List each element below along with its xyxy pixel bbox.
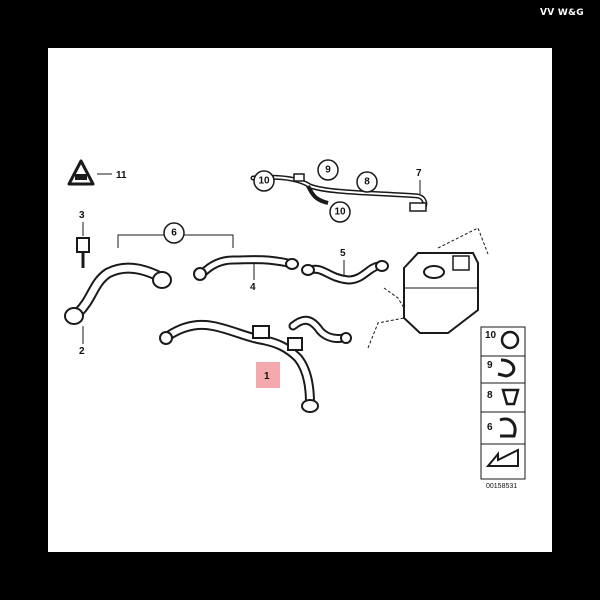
callout-8 — [356, 171, 378, 193]
callout-6 — [163, 222, 185, 244]
brand-chevrons-icon: ᐯᐯ — [539, 8, 558, 18]
legend-box: 10 9 8 6 — [480, 326, 526, 480]
hose-clip-icon — [499, 417, 517, 438]
legend-item-label: 6 — [487, 422, 493, 433]
svg-text:9: 9 — [325, 165, 331, 176]
label-11: 11 — [116, 170, 127, 181]
highlight-part-1 — [256, 362, 280, 388]
warning-triangle-icon — [67, 159, 95, 186]
label-4: 4 — [250, 282, 256, 293]
expansion-tank — [403, 252, 479, 334]
hose-part-2 — [64, 262, 172, 325]
svg-text:10: 10 — [258, 176, 270, 187]
hose-part-4 — [193, 255, 299, 281]
legend-item-label: 8 — [487, 390, 493, 401]
hose-clamp-icon — [500, 330, 520, 350]
label-1: 1 — [264, 371, 270, 382]
brand-text: W&G — [557, 8, 584, 18]
hose-part-7 — [250, 173, 428, 212]
hose-part-5 — [301, 260, 389, 285]
label-3: 3 — [79, 210, 85, 221]
clip-icon — [501, 388, 520, 406]
callout-10a — [253, 170, 275, 192]
label-2: 2 — [79, 346, 85, 357]
svg-text:8: 8 — [364, 177, 370, 188]
spring-clip-icon — [497, 358, 516, 378]
diagram-code: 00158531 — [486, 483, 517, 490]
callout-9 — [317, 159, 339, 181]
sensor-part — [76, 237, 90, 268]
legend-item-label: 9 — [487, 360, 493, 371]
callout-10b — [329, 201, 351, 223]
label-5: 5 — [340, 248, 346, 259]
arrow-icon — [485, 448, 519, 467]
parts-diagram: 11 3 6 2 4 5 10 — [64, 159, 526, 490]
label-7: 7 — [416, 168, 422, 179]
svg-text:6: 6 — [171, 228, 177, 239]
brand-logo: ᐯᐯ W&G — [540, 8, 584, 18]
hose-part-1 — [159, 315, 352, 413]
diagram-panel: 11 3 6 2 4 5 10 — [48, 48, 552, 552]
legend-item-label: 10 — [485, 330, 497, 341]
svg-text:10: 10 — [334, 207, 346, 218]
